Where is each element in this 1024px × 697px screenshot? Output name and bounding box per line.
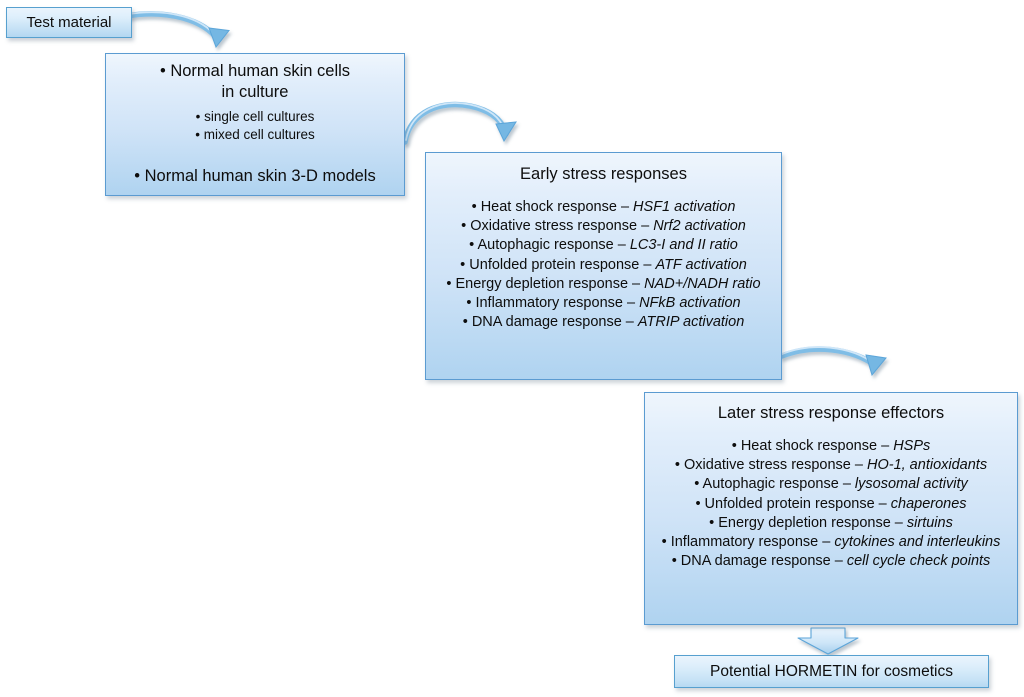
arrow-cultures-to-early xyxy=(402,101,517,145)
cultures-sub-1: • single cell cultures xyxy=(195,109,315,124)
test-material-label: Test material xyxy=(26,14,112,31)
list-item: • Heat shock response – HSPs xyxy=(645,437,1017,456)
list-item-label: • Oxidative stress response – xyxy=(674,457,867,474)
list-item-label: • Energy depletion response – xyxy=(446,275,645,292)
list-item: • DNA damage response – ATRIP activation xyxy=(426,313,781,332)
list-item-label: • Heat shock response – xyxy=(471,199,634,215)
list-item-marker: HSPs xyxy=(893,438,931,454)
list-item-label: • Heat shock response – xyxy=(731,438,894,454)
list-item: • Unfolded protein response – chaperones xyxy=(645,495,1017,514)
list-item-marker: ATF activation xyxy=(655,256,747,273)
list-item: • Autophagic response – lysosomal activi… xyxy=(645,475,1017,494)
list-item-label: • Unfolded protein response – xyxy=(695,495,891,512)
cultures-line-3: • Normal human skin 3-D models xyxy=(134,167,376,185)
list-item-marker: LC3-I and II ratio xyxy=(629,237,738,254)
list-item: • Heat shock response – HSF1 activation xyxy=(426,198,781,217)
early-title: Early stress responses xyxy=(520,165,687,183)
list-item-label: • Energy depletion response – xyxy=(709,514,907,531)
arrow-later-to-result xyxy=(797,627,859,655)
list-item: • Energy depletion response – NAD+/NADH … xyxy=(426,275,781,294)
list-item-marker: chaperones xyxy=(890,495,967,512)
list-item-marker: NAD+/NADH ratio xyxy=(644,275,761,292)
cultures-line-1: • Normal human skin cells xyxy=(159,62,351,80)
later-title: Later stress response effectors xyxy=(717,404,945,422)
list-item-label: • Oxidative stress response – xyxy=(461,218,654,235)
test-material-box[interactable]: Test material xyxy=(6,7,132,38)
early-list: • Heat shock response – HSF1 activation•… xyxy=(426,198,781,332)
early-stress-responses-box[interactable]: Early stress responses • Heat shock resp… xyxy=(425,152,782,380)
list-item-label: • DNA damage response – xyxy=(462,314,638,331)
list-item: • Unfolded protein response – ATF activa… xyxy=(426,256,781,275)
list-item-marker: cell cycle check points xyxy=(846,553,991,570)
list-item-marker: NFkB activation xyxy=(639,295,741,312)
list-item-label: • Autophagic response – xyxy=(694,476,855,493)
list-item: • DNA damage response – cell cycle check… xyxy=(645,552,1017,571)
list-item-marker: lysosomal activity xyxy=(854,476,968,493)
list-item: • Autophagic response – LC3-I and II rat… xyxy=(426,236,781,255)
list-item: • Oxidative stress response – HO-1, anti… xyxy=(645,456,1017,475)
list-item-marker: sirtuins xyxy=(906,514,953,531)
arrow-test-to-cultures xyxy=(123,11,230,49)
list-item: • Inflammatory response – cytokines and … xyxy=(645,533,1017,552)
list-item: • Oxidative stress response – Nrf2 activ… xyxy=(426,217,781,236)
cultures-line-2: in culture xyxy=(221,83,289,101)
skin-cells-box[interactable]: • Normal human skin cells in culture • s… xyxy=(105,53,405,196)
list-item-marker: HSF1 activation xyxy=(633,199,736,215)
list-item-marker: Nrf2 activation xyxy=(653,218,746,235)
list-item: • Energy depletion response – sirtuins xyxy=(645,514,1017,533)
list-item-label: • Autophagic response – xyxy=(469,237,630,254)
cultures-sub-2: • mixed cell cultures xyxy=(195,127,315,142)
list-item-label: • Unfolded protein response – xyxy=(460,256,656,273)
list-item-marker: ATRIP activation xyxy=(637,314,745,331)
result-label: Potential HORMETIN for cosmetics xyxy=(710,662,953,680)
list-item-label: • Inflammatory response – xyxy=(661,534,835,551)
list-item: • Inflammatory response – NFkB activatio… xyxy=(426,294,781,313)
list-item-marker: cytokines and interleukins xyxy=(834,534,1001,551)
list-item-marker: HO-1, antioxidants xyxy=(866,457,988,474)
result-box[interactable]: Potential HORMETIN for cosmetics xyxy=(674,655,989,688)
list-item-label: • DNA damage response – xyxy=(671,553,847,570)
list-item-label: • Inflammatory response – xyxy=(466,295,640,312)
later-stress-effectors-box[interactable]: Later stress response effectors • Heat s… xyxy=(644,392,1018,625)
arrow-early-to-later xyxy=(779,346,887,377)
later-list: • Heat shock response – HSPs• Oxidative … xyxy=(645,437,1017,571)
